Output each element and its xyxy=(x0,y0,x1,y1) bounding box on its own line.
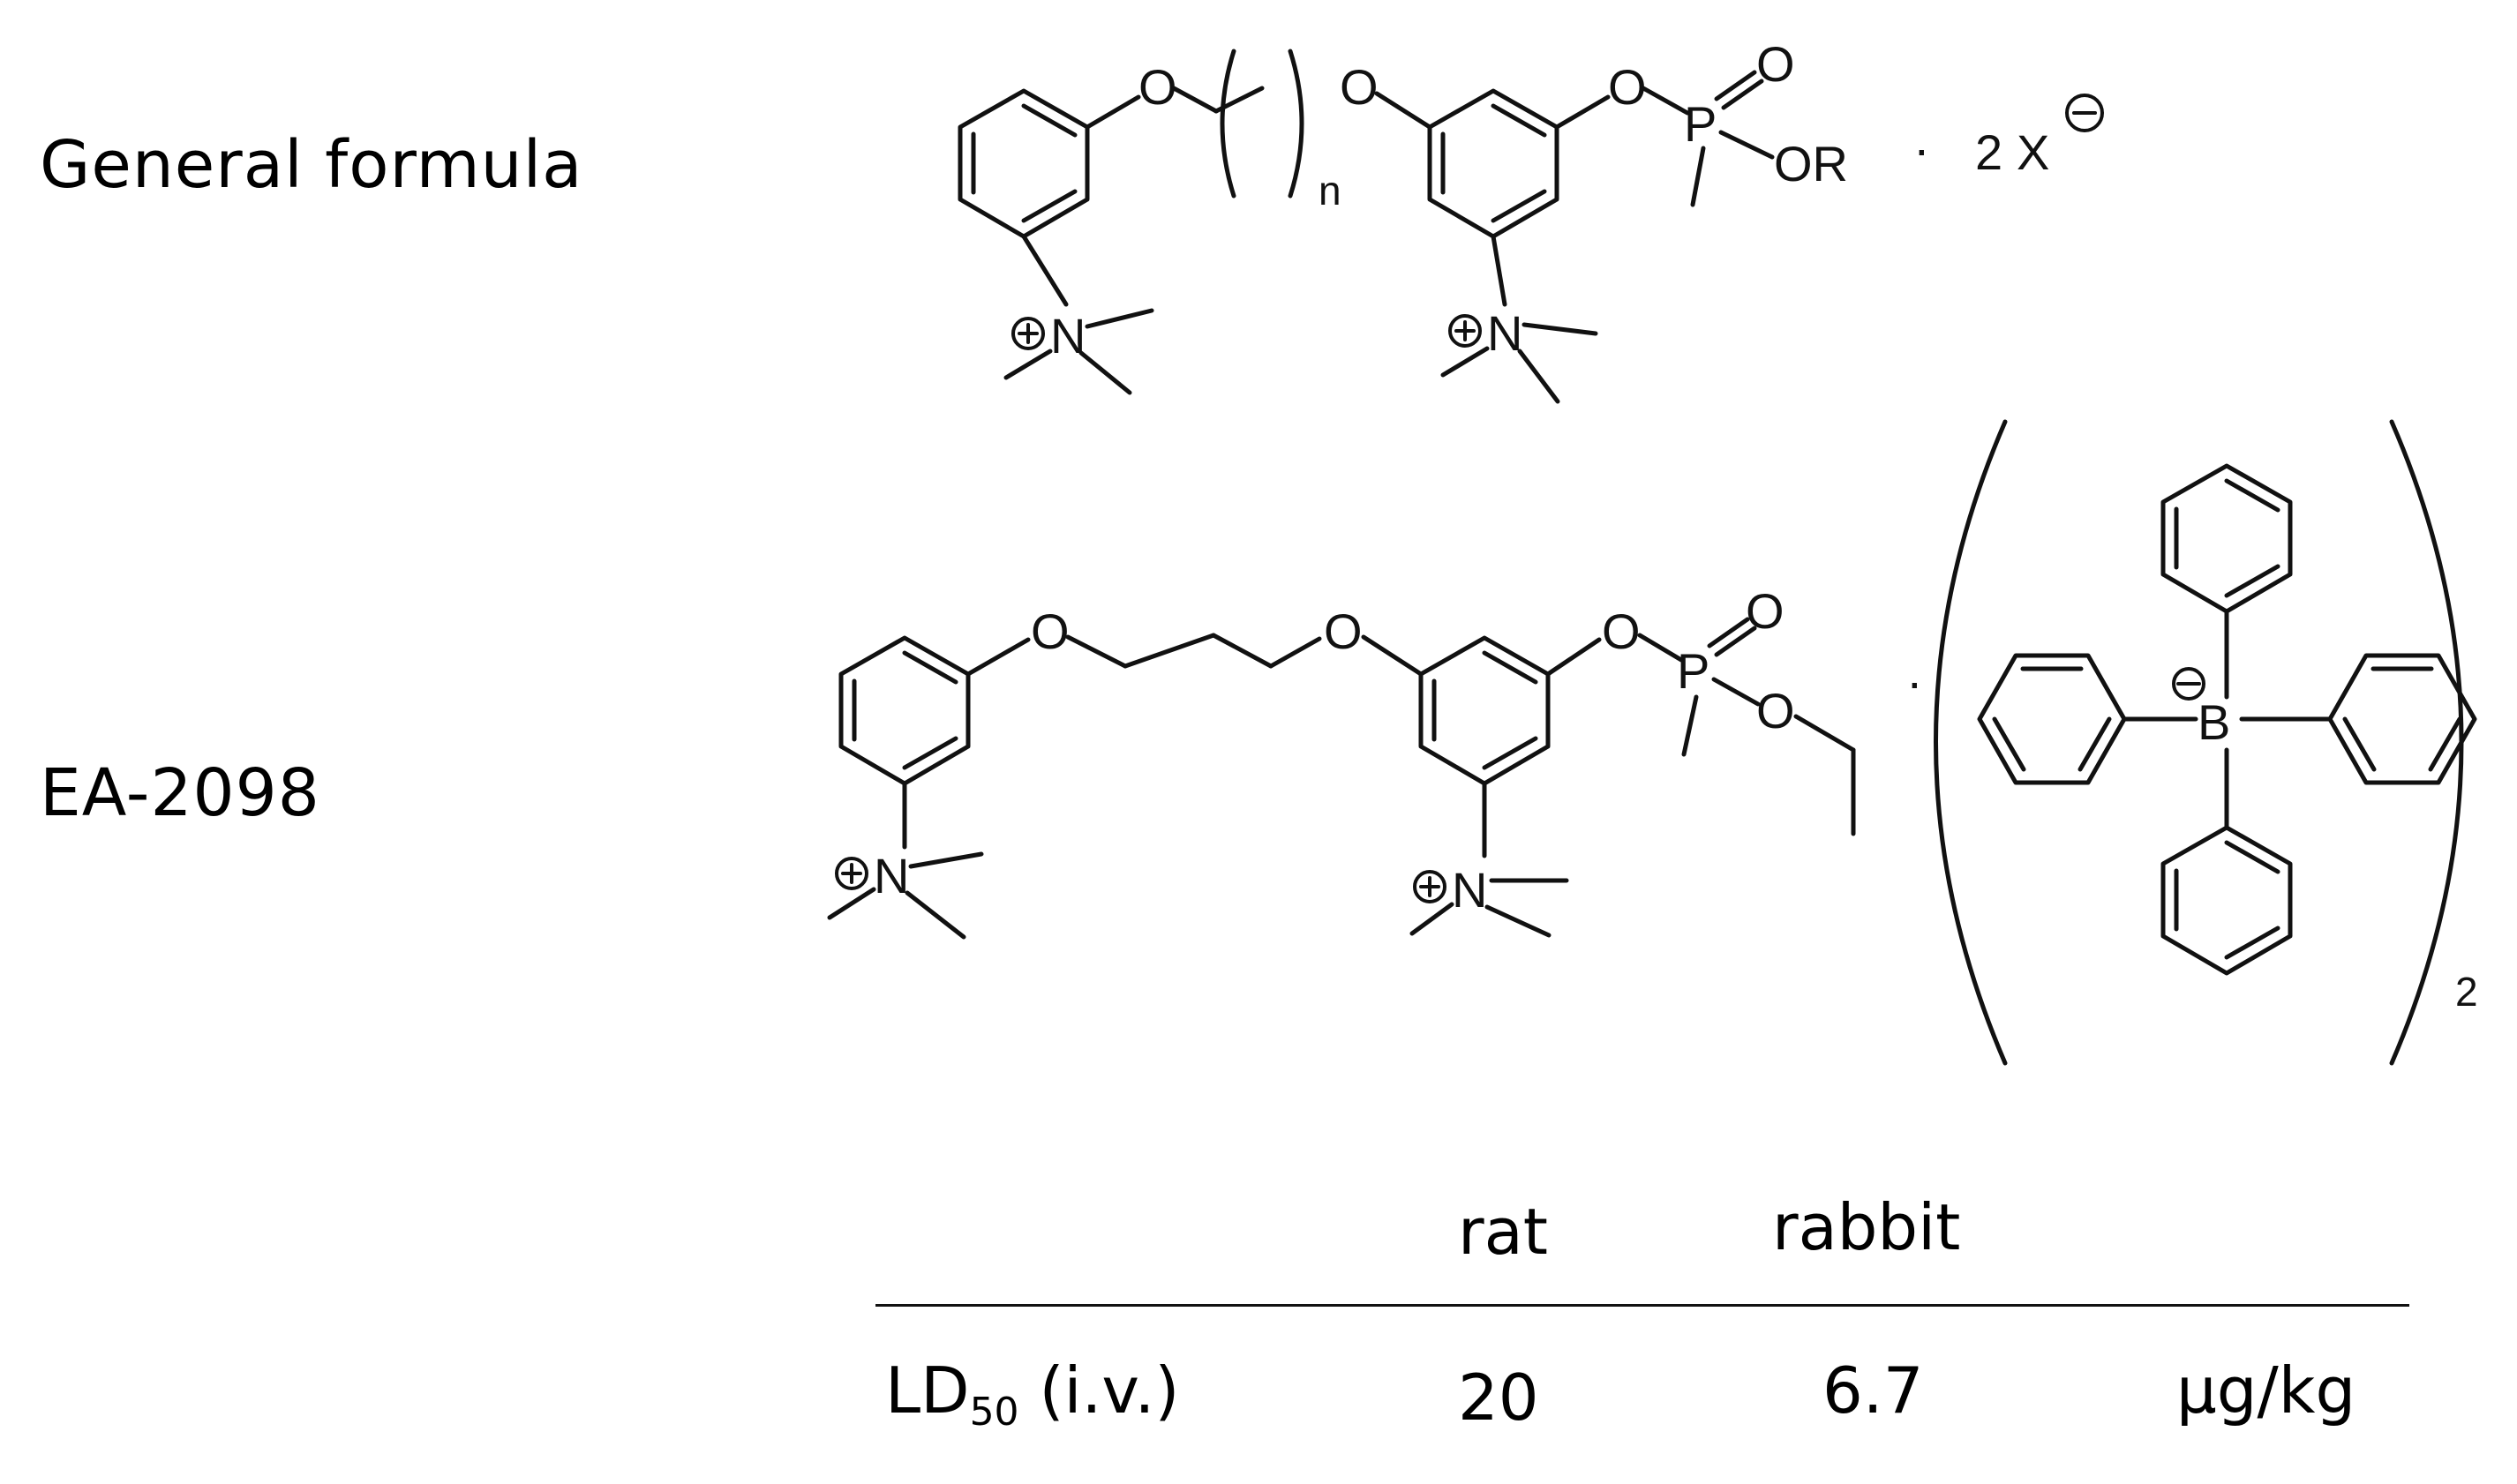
ea-paren-subscript: 2 xyxy=(2455,969,2478,1015)
general-o-left: O xyxy=(1138,59,1177,115)
ea-n-left: N xyxy=(874,848,909,903)
ea-paren-left xyxy=(1934,419,2008,1066)
ld50-label: LD50 (i.v.) xyxy=(885,1359,1179,1432)
value-rat: 20 xyxy=(1458,1360,1539,1435)
general-ammonium-groups: N N xyxy=(1003,234,1598,404)
header-rat: rat xyxy=(1458,1195,1548,1269)
ea-n-right: N xyxy=(1452,862,1487,918)
general-formula-clean: O n O O P O OR · 2 X xyxy=(958,36,2104,239)
ea-dot-sep: · xyxy=(1906,654,1923,709)
tetraphenylborate: B xyxy=(1977,463,2477,976)
header-rabbit: rabbit xyxy=(1772,1190,1961,1264)
general-two: 2 xyxy=(1975,124,2002,180)
ea-o-3: O xyxy=(1602,603,1641,659)
general-p: P xyxy=(1684,96,1717,152)
ea-p: P xyxy=(1677,643,1709,699)
ld50-label-route: (i.v.) xyxy=(1018,1353,1180,1428)
ea-o-2: O xyxy=(1324,603,1363,659)
general-n-right: N xyxy=(1487,305,1522,361)
ld50-label-main: LD xyxy=(885,1353,970,1428)
value-rabbit: 6.7 xyxy=(1822,1353,1924,1428)
ea-o-oxo: O xyxy=(1746,583,1784,639)
ea-o-ethoxy: O xyxy=(1756,683,1795,738)
general-dot-sep: · xyxy=(1913,121,1930,176)
general-n-index: n xyxy=(1319,168,1341,214)
ld50-label-subscript: 50 xyxy=(969,1390,1019,1435)
ea-o-1: O xyxy=(1031,603,1070,659)
general-o-right: O xyxy=(1340,59,1379,115)
general-formula-label: General formula xyxy=(40,127,583,203)
table-rule xyxy=(875,1304,2409,1307)
ea-2098-clean: O O O P O O · N xyxy=(827,419,2478,1066)
general-o-phosphate: O xyxy=(1608,59,1647,115)
general-o-oxo: O xyxy=(1756,36,1795,92)
ea-boron: B xyxy=(2198,694,2230,750)
general-x: X xyxy=(2017,124,2049,180)
general-or: OR xyxy=(1774,136,1848,191)
value-unit: µg/kg xyxy=(2176,1353,2356,1428)
ea-2098-label: EA-2098 xyxy=(40,755,320,831)
